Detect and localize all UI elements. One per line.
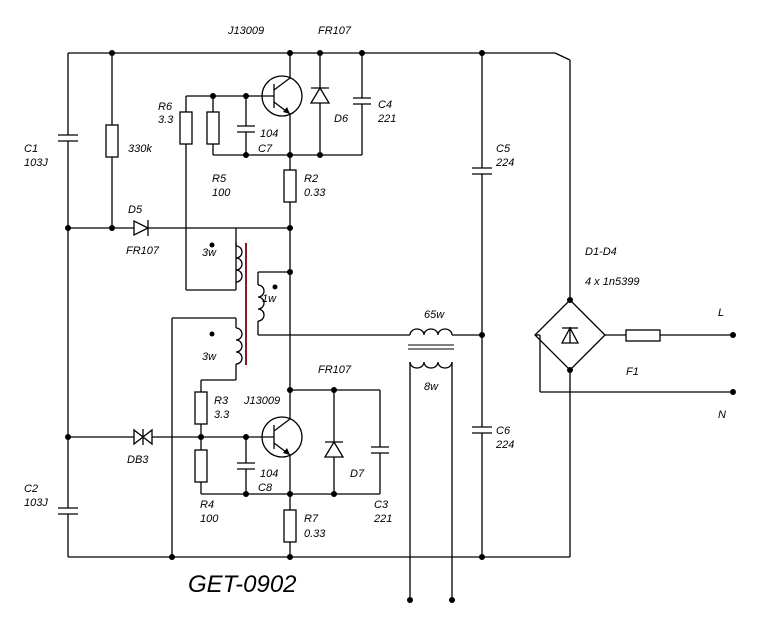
r2-ref: R2 xyxy=(304,173,318,185)
d5-type: FR107 xyxy=(126,245,160,257)
winding-3w-top xyxy=(235,228,243,290)
d6-type: FR107 xyxy=(318,25,352,37)
r3-val: 3.3 xyxy=(214,409,230,421)
r2-val: 0.33 xyxy=(304,187,326,199)
capacitor-c3 xyxy=(371,390,389,494)
c1-val: 103J xyxy=(24,157,48,169)
q-bot-name: J13009 xyxy=(243,395,280,407)
c5-ref: C5 xyxy=(496,143,511,155)
w3-top-label: 3w xyxy=(202,247,217,259)
capacitor-c6 xyxy=(472,335,492,557)
c1-ref: C1 xyxy=(24,143,38,155)
w1-label: 1w xyxy=(262,293,277,305)
w8-label: 8w xyxy=(424,381,439,393)
resistor-r7 xyxy=(283,494,297,557)
line-l-label: L xyxy=(718,307,724,319)
c8-ref: C8 xyxy=(258,482,273,494)
transistor-q-top xyxy=(246,53,303,155)
winding-3w-bot xyxy=(172,317,243,392)
r4-val: 100 xyxy=(200,513,219,525)
junction-dots xyxy=(65,50,736,603)
bridge-ref: D1-D4 xyxy=(585,246,617,258)
q-top-name: J13009 xyxy=(227,25,264,37)
resistor-r3 xyxy=(194,391,208,450)
r4-ref: R4 xyxy=(200,499,214,511)
r5-val: 100 xyxy=(212,187,231,199)
resistor-r4 xyxy=(194,449,208,494)
r3-ref: R3 xyxy=(214,395,229,407)
resistor-330k xyxy=(105,53,119,228)
c7-ref: C7 xyxy=(258,143,273,155)
c4-ref: C4 xyxy=(378,99,392,111)
capacitor-c1 xyxy=(58,53,78,437)
winding-1w xyxy=(257,271,410,336)
c6-val: 224 xyxy=(495,439,514,451)
capacitor-c4 xyxy=(353,53,371,155)
diac-db3 xyxy=(68,428,246,446)
r7-ref: R7 xyxy=(304,513,319,525)
capacitor-c7 xyxy=(237,96,255,155)
capacitor-c2 xyxy=(58,437,78,557)
fuse-label: F1 xyxy=(626,366,639,378)
diode-d7 xyxy=(323,390,345,494)
resistor-r6 xyxy=(179,96,236,291)
schematic-title: GET-0902 xyxy=(188,571,297,598)
c4-val: 221 xyxy=(377,113,396,125)
bridge-rectifier xyxy=(534,60,733,557)
db3-label: DB3 xyxy=(127,454,149,466)
c6-ref: C6 xyxy=(496,425,511,437)
r6-ref: R6 xyxy=(158,101,173,113)
c8-val: 104 xyxy=(260,468,278,480)
diode-d5 xyxy=(68,219,290,237)
c5-val: 224 xyxy=(495,157,514,169)
capacitor-c5 xyxy=(472,53,492,335)
diode-d6 xyxy=(309,53,331,155)
d7-ref: D7 xyxy=(350,468,365,480)
w3-bot-label: 3w xyxy=(202,351,217,363)
c2-ref: C2 xyxy=(24,483,38,495)
r6-val: 3.3 xyxy=(158,114,174,126)
bridge-val: 4 x 1n5399 xyxy=(585,276,639,288)
winding-8w xyxy=(409,361,453,600)
capacitor-c8 xyxy=(237,437,255,494)
w65-label: 65w xyxy=(424,309,445,321)
d7-type: FR107 xyxy=(318,364,352,376)
r-330k-label: 330k xyxy=(128,143,152,155)
fuse-f1 xyxy=(625,329,733,342)
c7-val: 104 xyxy=(260,128,278,140)
winding-65w xyxy=(408,328,482,350)
c3-ref: C3 xyxy=(374,499,389,511)
positive-rail xyxy=(68,52,571,61)
line-n-label: N xyxy=(718,409,726,421)
r7-val: 0.33 xyxy=(304,528,326,540)
c2-val: 103J xyxy=(24,497,48,509)
c3-val: 221 xyxy=(373,513,392,525)
transistor-q-bot xyxy=(246,390,303,494)
d5-ref: D5 xyxy=(128,204,143,216)
r5-ref: R5 xyxy=(212,173,227,185)
d6-ref: D6 xyxy=(334,113,349,125)
